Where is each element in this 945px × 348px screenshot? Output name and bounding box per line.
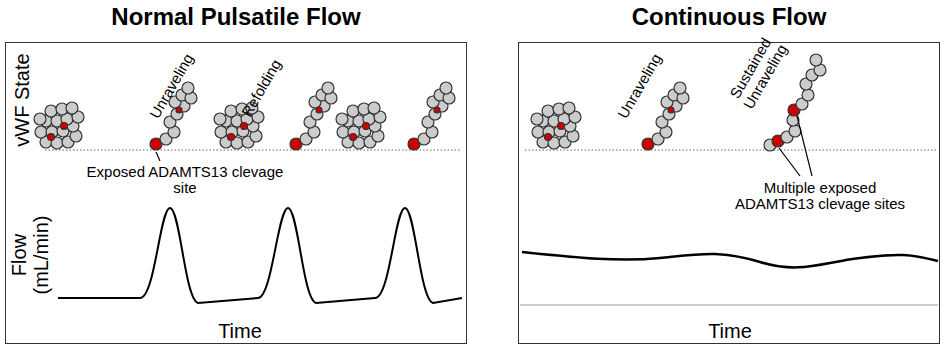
panel-title: Continuous Flow [519,3,939,31]
panel: Normal Pulsatile Flow [5,42,467,344]
axis-label: Time [708,320,752,342]
state-label: Unraveling [615,51,665,121]
axis-label: Time [218,320,262,342]
state-label: Refolding [239,56,285,119]
axis-label: vWF State [11,53,33,146]
axis-label: Flow (mL/min) [8,210,52,300]
callout-label: Multiple exposed ADAMTS13 clevage sites [730,180,910,213]
panel-title: Normal Pulsatile Flow [6,3,466,31]
callout-label: Exposed ADAMTS13 clevage site [85,164,285,197]
state-label: Sustained Unraveling [721,25,795,119]
